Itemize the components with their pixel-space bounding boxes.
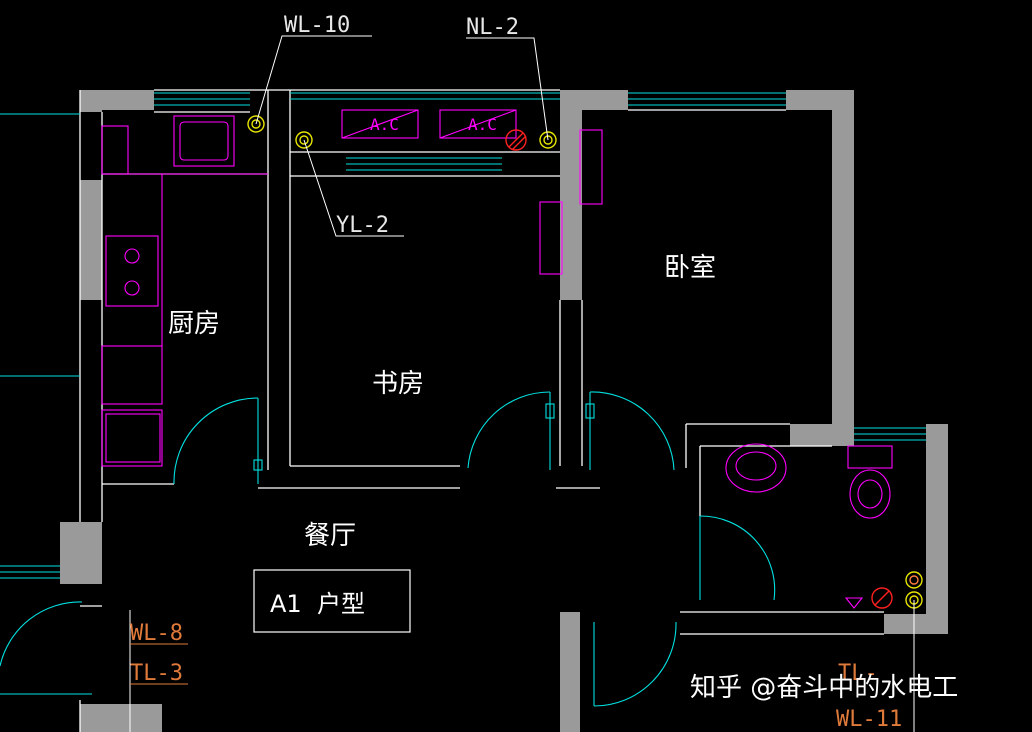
riser-nl2-icon xyxy=(539,131,557,149)
room-label-study: 书房 xyxy=(372,369,424,399)
pipe-tag-tl3: TL-3 xyxy=(130,661,183,686)
room-label-kitchen: 厨房 xyxy=(168,309,220,339)
pipe-tag-wl10: WL-10 xyxy=(284,13,350,38)
riser-bath-1-icon xyxy=(905,571,923,589)
room-label-dining: 餐厅 xyxy=(304,521,356,551)
pipe-tag-tl-right: TL- xyxy=(838,661,878,686)
leader-lines xyxy=(129,35,915,732)
pipe-tags: WL-10 NL-2 YL-2 WL-8 TL-3 TL- WL-11 xyxy=(130,13,902,732)
doors xyxy=(0,391,776,707)
ac-label-1: A.C xyxy=(370,115,399,134)
pipe-risers xyxy=(247,115,923,609)
riser-wl10-icon xyxy=(247,115,265,133)
pipe-tag-nl2: NL-2 xyxy=(466,15,519,40)
ac-label-2: A.C xyxy=(468,115,497,134)
unit-label: A1 户型 xyxy=(270,590,365,618)
room-labels: 厨房 书房 卧室 餐厅 xyxy=(168,253,716,551)
pipe-tag-yl2: YL-2 xyxy=(336,213,389,238)
pipe-tag-wl11: WL-11 xyxy=(836,707,902,732)
ac-labels: A.C A.C xyxy=(370,115,497,134)
riser-red-icon xyxy=(505,129,527,151)
room-label-bedroom: 卧室 xyxy=(664,253,716,283)
watermark: 知乎 @奋斗中的水电工 xyxy=(690,673,958,703)
wall-lines xyxy=(79,89,884,732)
walls xyxy=(60,90,948,732)
riser-yl2-icon xyxy=(295,131,313,149)
pipe-tag-wl8: WL-8 xyxy=(130,621,183,646)
fixtures xyxy=(101,109,893,609)
windows xyxy=(0,92,926,579)
riser-bath-red-icon xyxy=(871,587,893,609)
unit-label-box: A1 户型 xyxy=(253,569,411,633)
